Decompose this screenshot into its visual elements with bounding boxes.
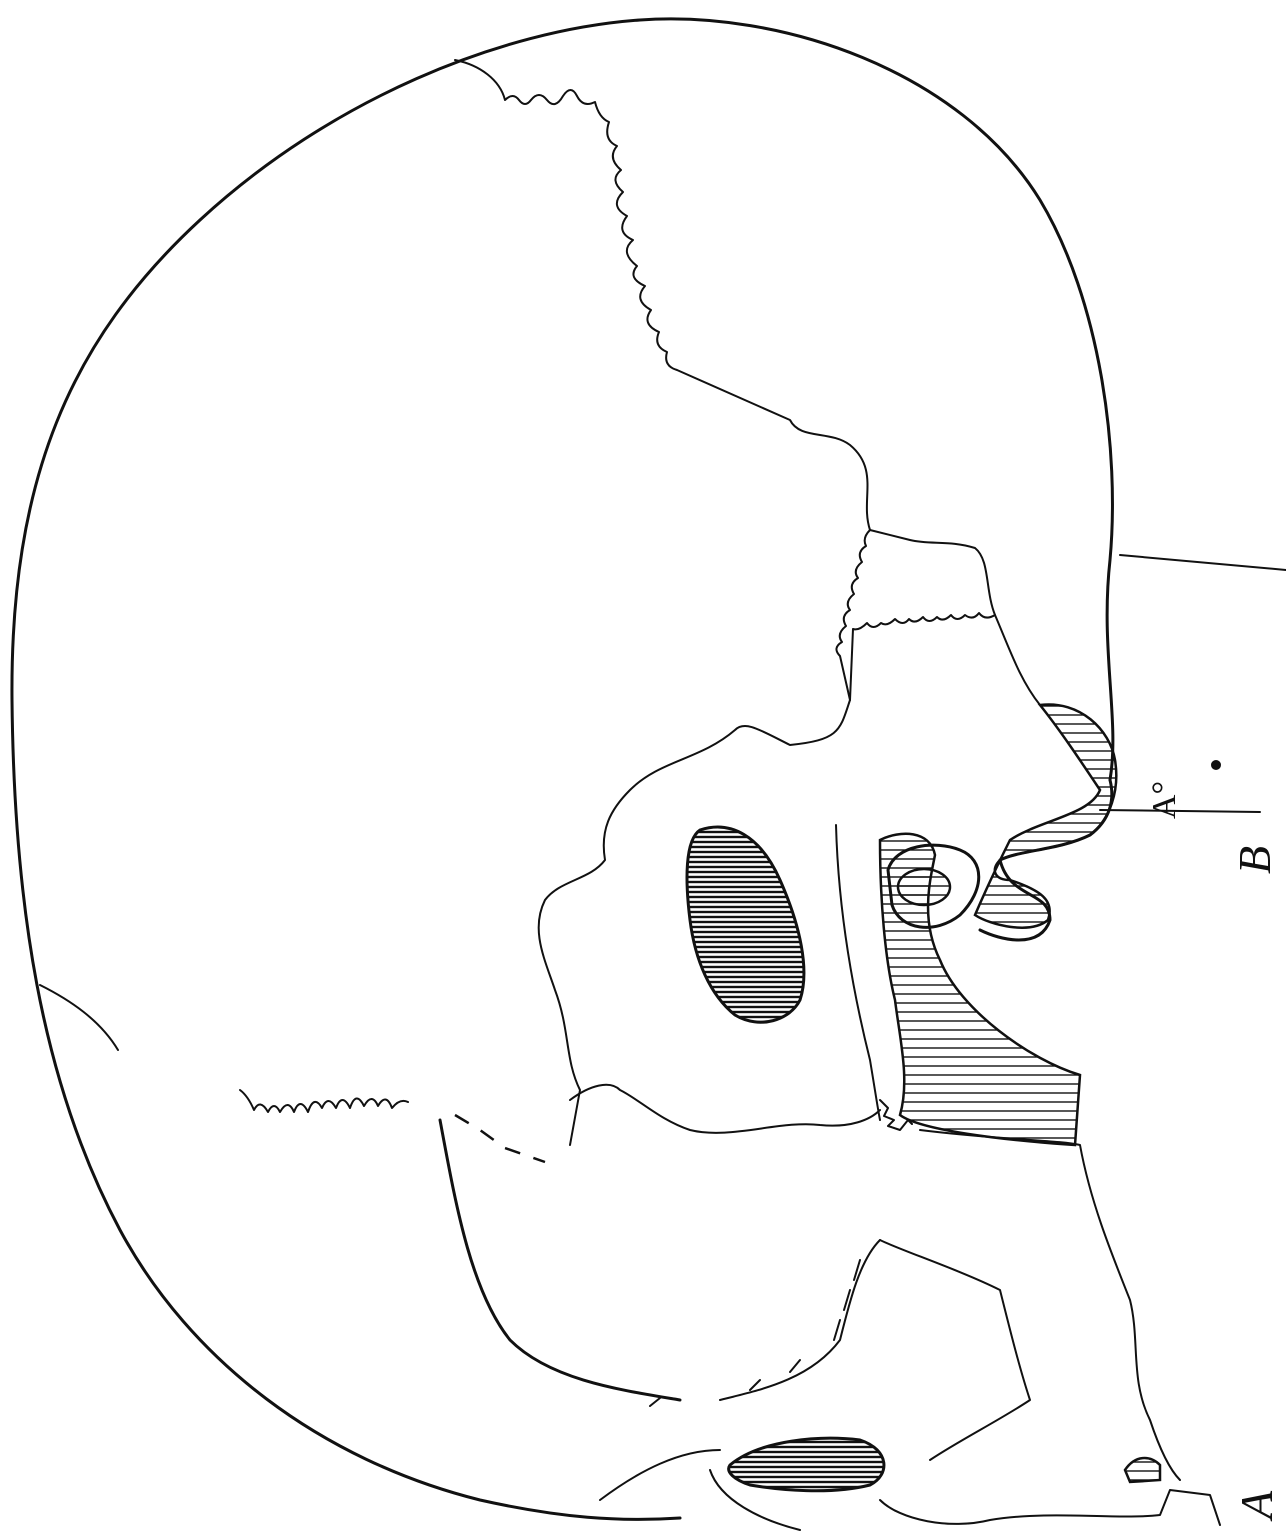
lambdoid-suture (240, 1090, 408, 1112)
molar-shade (1125, 1458, 1160, 1482)
mental-foramen (729, 1438, 884, 1491)
reference-line-upper (1120, 555, 1286, 570)
cheek-contour (720, 1240, 880, 1400)
label-b: B (1229, 846, 1280, 874)
mandible-notch (880, 1240, 1030, 1460)
mandible-ramus (440, 1120, 680, 1400)
maxilla-hatched (975, 704, 1116, 927)
mandible-body (920, 1130, 1180, 1480)
orbit-line (836, 825, 880, 1120)
occipital-line (40, 985, 118, 1050)
cranium-outline (12, 19, 1113, 1519)
cheek-shading (650, 1260, 860, 1406)
temporal-border (995, 615, 1040, 705)
orbital-foramen (687, 827, 804, 1022)
ear-opening (898, 869, 950, 905)
malar-lower-edge (570, 1085, 880, 1133)
dental-edge (600, 1450, 1220, 1530)
reference-dot (1211, 760, 1221, 770)
squamosal-suture (850, 530, 995, 700)
label-a: A (1231, 1490, 1282, 1522)
lambdoid-dashed (455, 1115, 545, 1162)
coronal-suture (455, 60, 870, 530)
label-a-small: A° (1146, 781, 1183, 819)
sphenoid-suture (836, 530, 870, 700)
